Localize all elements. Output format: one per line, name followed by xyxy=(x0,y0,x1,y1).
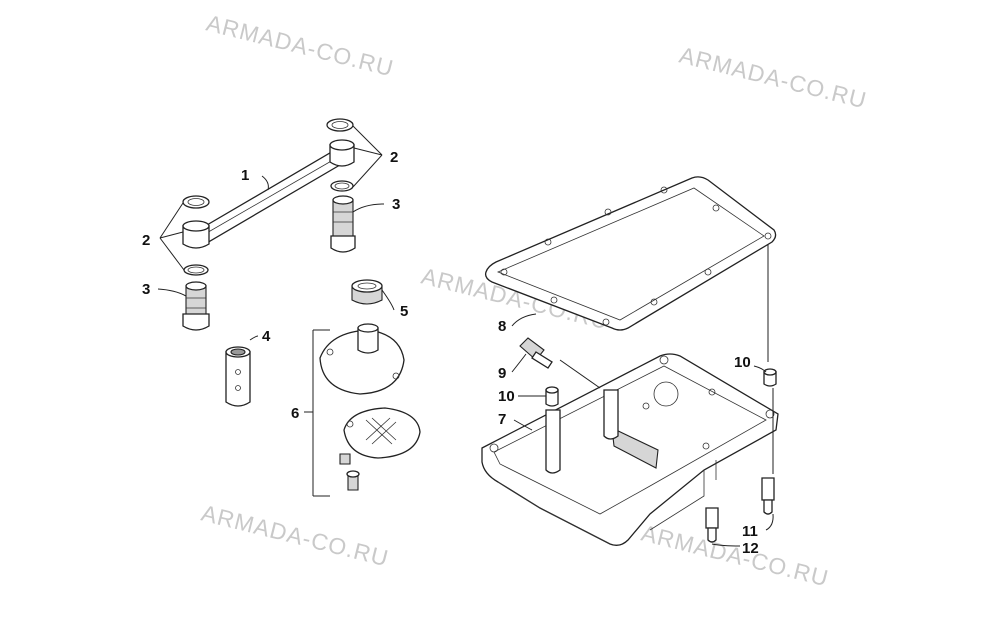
callout-11: 11 xyxy=(742,523,758,540)
callout-9: 9 xyxy=(498,365,506,382)
gasket-part-8 xyxy=(484,176,777,331)
callout-8: 8 xyxy=(498,318,506,335)
callout-2-lower: 2 xyxy=(142,232,150,249)
callout-1: 1 xyxy=(241,167,249,184)
banjo-bolt-part-3 xyxy=(182,195,356,331)
callout-12: 12 xyxy=(742,540,759,557)
leader-lines xyxy=(157,125,774,547)
callout-3-upper: 3 xyxy=(392,196,400,213)
callout-3-lower: 3 xyxy=(142,281,150,298)
callout-7: 7 xyxy=(498,411,506,428)
sleeve-part-4 xyxy=(225,346,251,407)
callouts: 1 2 2 3 3 4 5 6 7 8 9 10 10 11 12 xyxy=(142,149,759,557)
callout-2-upper: 2 xyxy=(390,149,398,166)
dowel-pin-part-10 xyxy=(545,368,777,407)
cap-part-5 xyxy=(351,279,383,305)
callout-4: 4 xyxy=(262,328,271,345)
oil-pipe-part-1 xyxy=(194,149,346,245)
callout-10-left: 10 xyxy=(498,388,515,405)
watermark-4: ARMADA-CO.RU xyxy=(199,500,392,572)
bolt-part-11 xyxy=(705,477,775,543)
watermark-2: ARMADA-CO.RU xyxy=(677,42,870,114)
oil-pan-part-7 xyxy=(481,353,779,546)
oil-strainer-part-6 xyxy=(319,323,421,491)
callout-5: 5 xyxy=(400,303,408,320)
callout-10-right: 10 xyxy=(734,354,751,371)
drain-plug-part-9 xyxy=(519,337,553,369)
o-ring-part-2 xyxy=(182,118,355,276)
callout-6: 6 xyxy=(291,405,299,422)
watermark-5: ARMADA-CO.RU xyxy=(639,520,832,592)
watermark-1: ARMADA-CO.RU xyxy=(204,10,397,82)
